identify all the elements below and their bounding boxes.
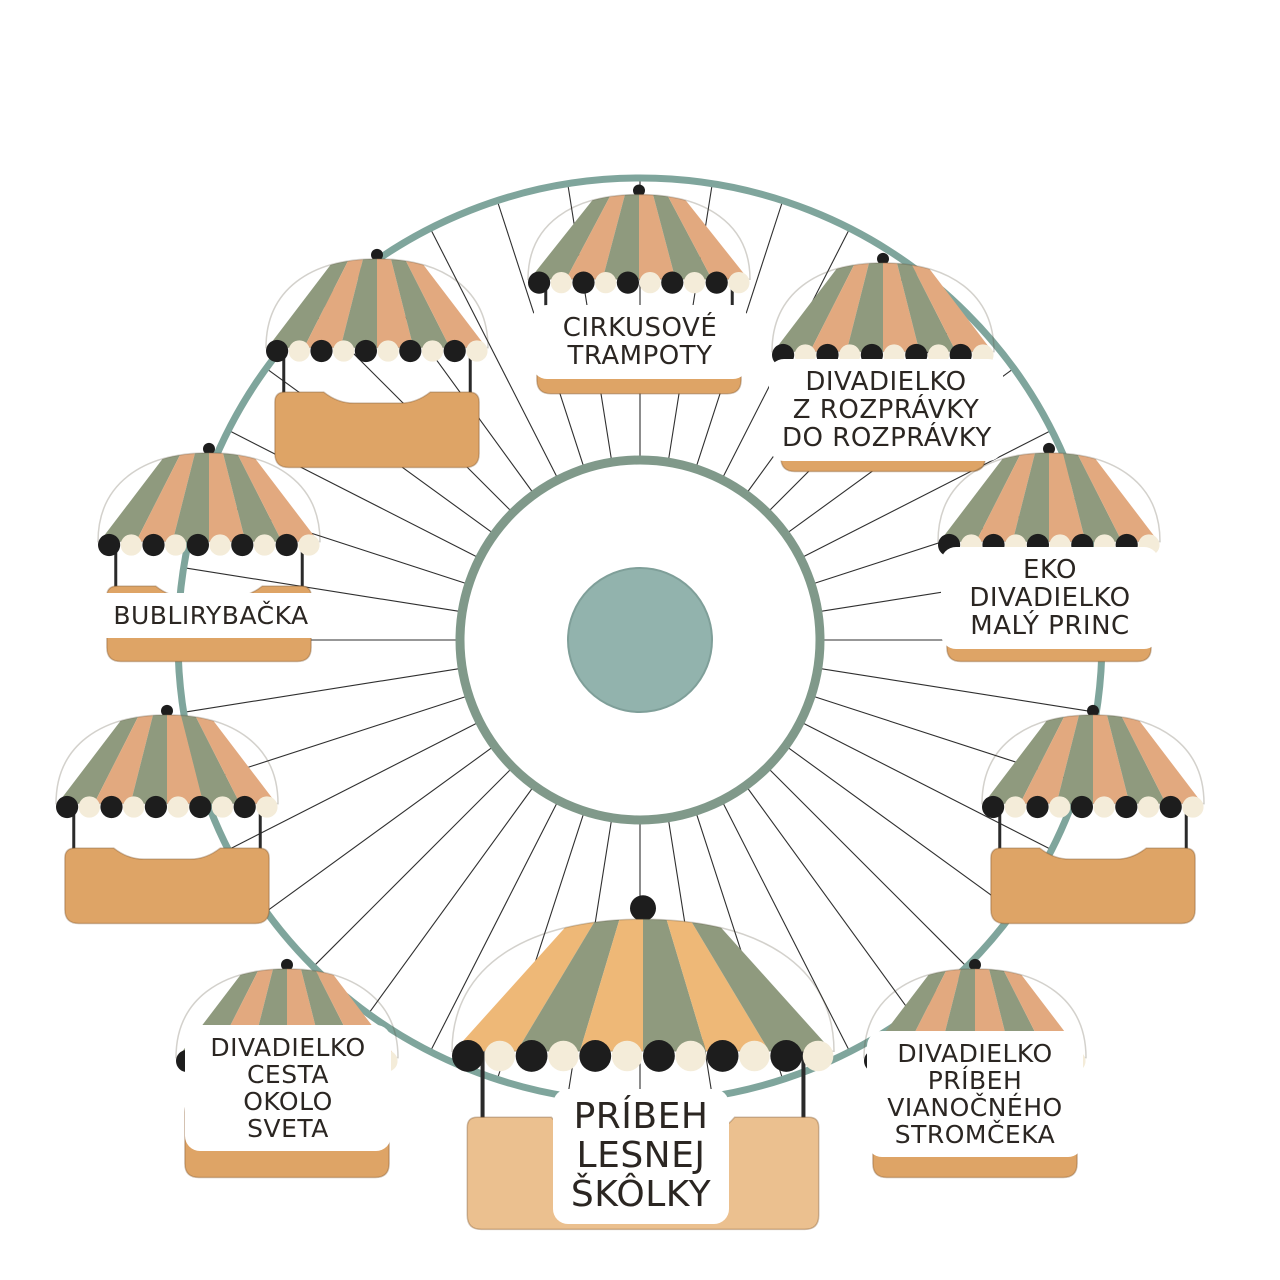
cabin-label-line: CESTA (246, 1060, 330, 1089)
cabin-label-line: DIVADIELKO (969, 583, 1131, 614)
cabin-label-bublirybacka: BUBLIRYBAČKA (92, 596, 330, 635)
striped-canopy (772, 262, 994, 352)
cabin-label-line: STROMČEKA (894, 1120, 1056, 1149)
cabin-label-line: DIVADIELKO (210, 1033, 366, 1062)
cabin-label-line: CIRKUSOVÉ (562, 313, 718, 343)
hanger-knob (1043, 442, 1055, 455)
spoke (766, 766, 968, 968)
spoke (183, 567, 463, 613)
canopy-scallop-trim (98, 533, 320, 557)
spoke (183, 667, 463, 713)
cabin-label-line: Z ROZPRÁVKY (792, 395, 980, 426)
spoke (721, 800, 851, 1052)
cabin-label-line: TRAMPOTY (567, 341, 713, 372)
cabin-label-line: ŠKÔLKY (570, 1173, 712, 1215)
cabin-label-line: DIVADIELKO (805, 367, 967, 397)
cabin-pribeh-lesnej-skolky (451, 895, 835, 1236)
striped-canopy (982, 714, 1204, 804)
cabin-graphic (97, 442, 321, 663)
cabin-bublirybacka (97, 442, 321, 666)
striped-canopy (528, 194, 750, 280)
striped-canopy (98, 452, 320, 542)
striped-canopy (452, 919, 834, 1052)
hanger-knob (630, 895, 656, 922)
spoke (745, 785, 913, 1015)
cabin-label-line: SVETA (247, 1114, 329, 1143)
spoke (265, 745, 495, 913)
spoke (429, 228, 559, 480)
hanger-knob (161, 704, 173, 717)
cabin-label-line: PRÍBEH (573, 1096, 709, 1137)
spoke (312, 766, 514, 968)
cabin-empty-left-upper (265, 248, 489, 472)
cabin-label-line: DO ROZPRÁVKY (782, 423, 992, 454)
cabin-label-line: BUBLIRYBAČKA (113, 601, 309, 630)
spoke (800, 721, 1052, 851)
spoke (228, 721, 480, 851)
canopy-scallop-trim (452, 1040, 834, 1072)
canopy-scallop-trim (56, 795, 278, 819)
hanger-knob (371, 248, 383, 261)
hanger-knob (877, 252, 889, 265)
spoke (228, 429, 480, 559)
cabin-label-line: MALÝ PRINC (970, 611, 1130, 642)
cabin-empty-right (981, 704, 1205, 928)
hanger-knob (281, 958, 293, 971)
cabin-graphic (451, 895, 835, 1231)
canopy-scallop-trim (266, 339, 488, 363)
spoke (429, 800, 559, 1052)
canopy-scallop-trim (982, 795, 1204, 819)
cabin-basket (990, 847, 1196, 925)
cabin-label-line: DIVADIELKO (897, 1039, 1053, 1068)
spoke (800, 429, 1052, 559)
cabin-graphic (55, 704, 279, 925)
cabin-label-line: PRÍBEH (927, 1066, 1023, 1095)
striped-canopy (938, 452, 1160, 542)
striped-canopy (56, 714, 278, 804)
spoke (785, 745, 1015, 913)
cabin-graphic (265, 248, 489, 469)
cabin-label-line: OKOLO (243, 1087, 333, 1116)
cabin-label-line: LESNEJ (576, 1134, 706, 1176)
hanger-knob (1087, 704, 1099, 717)
hanger-knob (969, 958, 981, 971)
striped-canopy (266, 258, 488, 348)
spoke (817, 667, 1097, 713)
hanger-knob (633, 184, 645, 197)
cabin-basket (274, 391, 480, 469)
cabin-graphic (981, 704, 1205, 925)
hub (567, 567, 713, 713)
canopy-scallop-trim (772, 343, 994, 367)
hanger-knob (203, 442, 215, 455)
inner-ring (455, 455, 825, 825)
canopy-scallop-trim (528, 271, 750, 294)
cabin-empty-left-lower (55, 704, 279, 928)
cabin-basket (64, 847, 270, 925)
cabin-label-line: VIANOČNÉHO (887, 1093, 1063, 1122)
spoke (367, 785, 535, 1015)
cabin-label-line: EKO (1022, 555, 1078, 585)
